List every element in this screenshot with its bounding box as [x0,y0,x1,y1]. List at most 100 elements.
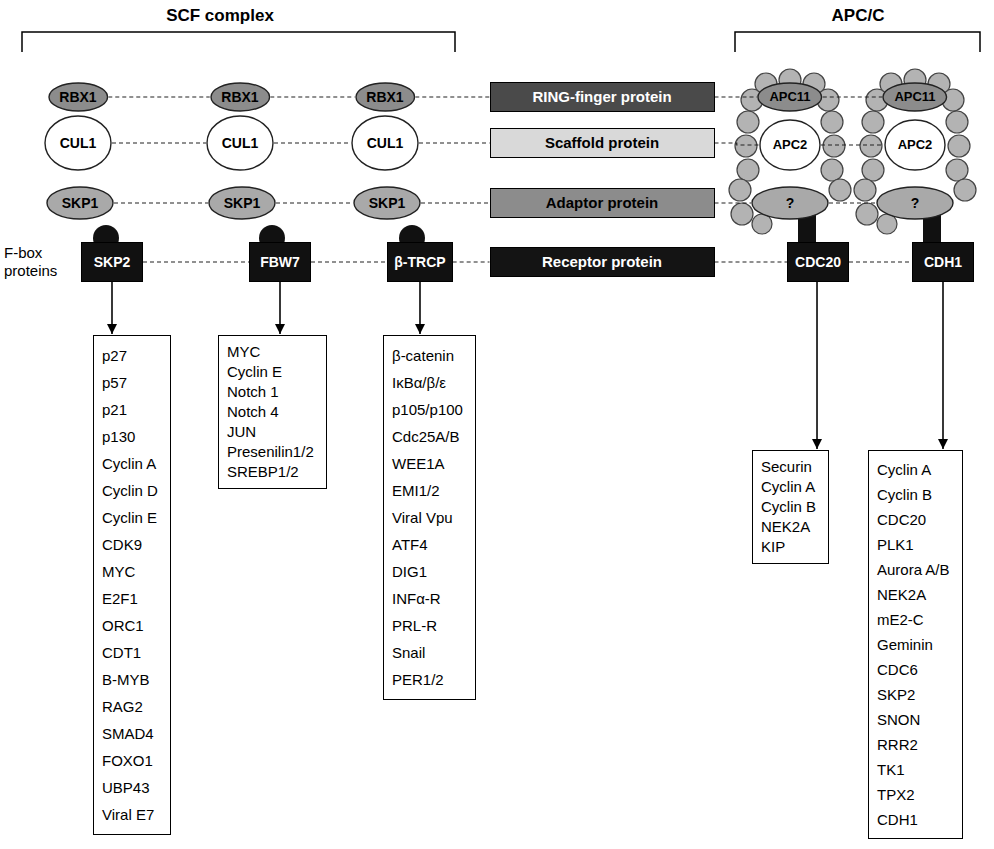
ellipse-shape [760,120,820,170]
substrate-name: ORC1 [102,612,158,639]
dashed-link [114,202,208,203]
dashed-link [421,202,490,203]
substrate-arrow [419,282,421,334]
protein-label: CDC20 [795,254,841,270]
substrate-name: Cyclin E [102,504,158,531]
protein-label: CUL1 [367,135,404,151]
ellipse-shape [211,83,270,111]
substrate-name: RAG2 [102,693,158,720]
substrate-name: Presenilin1/2 [227,442,314,462]
substrate-name: CDK9 [102,531,158,558]
substrate-name: B-MYB [102,666,158,693]
protein-label: SKP1 [62,195,99,211]
protein-label: SKP2 [94,254,131,270]
substrate-list: p27p57p21p130Cyclin ACyclin DCyclin ECDK… [93,335,171,835]
protein-label: CUL1 [60,135,97,151]
protein-ellipse: APC2 [759,119,821,171]
substrate-name: mE2-C [877,607,950,632]
substrate-name: Cyclin D [102,477,158,504]
protein-ellipse: CUL1 [351,115,419,171]
substrate-name: SNON [877,707,950,732]
substrate-name: MYC [227,342,314,362]
ellipse-shape [883,83,947,111]
dashed-link [415,96,489,97]
substrate-list: MYCCyclin ENotch 1Notch 4JUNPresenilin1/… [218,335,327,489]
substrate-name: p21 [102,396,158,423]
bracket [735,32,980,52]
substrate-list: Cyclin ACyclin BCDC20PLK1Aurora A/BNEK2A… [868,450,963,839]
ellipse-shape [209,187,275,219]
ellipse-shape [877,187,953,219]
substrate-name: MYC [102,558,158,585]
protein-ellipse: RBX1 [210,82,271,112]
substrate-arrow [816,282,818,449]
ellipse-shape [47,187,113,219]
protein-label: Adaptor protein [546,194,659,211]
substrate-name: p105/p100 [392,396,463,423]
protein-label: SKP1 [369,195,406,211]
substrate-list: SecurinCyclin ACyclin BNEK2AKIP [752,450,829,564]
protein-label: RBX1 [59,89,96,105]
substrate-name: Cyclin B [877,482,950,507]
ellipse-shape [885,120,945,170]
substrate-arrow [111,282,113,334]
substrate-name: KIP [761,537,816,557]
dashed-link [715,96,758,97]
substrate-name: Cyclin A [102,450,158,477]
substrate-name: NEK2A [761,517,816,537]
bracket [22,32,455,52]
substrate-name: E2F1 [102,585,158,612]
substrate-name: FOXO1 [102,747,158,774]
substrate-arrow [279,282,281,334]
dashed-link [143,261,249,262]
dashed-link [274,142,351,143]
substrate-name: β-catenin [392,342,463,369]
protein-ellipse: ? [751,186,829,220]
protein-label: Receptor protein [542,253,662,270]
protein-box: Receptor protein [490,247,715,277]
substrate-name: CDC20 [877,507,950,532]
substrate-name: WEE1A [392,450,463,477]
dashed-link [108,96,209,97]
protein-ellipse: SKP1 [353,186,421,220]
substrate-name: TK1 [877,757,950,782]
ellipse-shape [49,83,108,111]
substrate-name: p57 [102,369,158,396]
substrate-name: Notch 4 [227,402,314,422]
protein-box: β-TRCP [387,242,452,282]
protein-ellipse: ? [876,186,954,220]
substrate-name: DIG1 [392,558,463,585]
protein-label: APC2 [898,138,933,153]
substrate-name: SKP2 [877,682,950,707]
complex-title: SCF complex [166,6,274,26]
dashed-link [821,144,884,145]
protein-box: Scaffold protein [490,128,715,158]
substrate-name: Viral E7 [102,801,158,828]
protein-box: SKP2 [81,242,143,282]
protein-label: APC11 [769,90,810,105]
protein-ellipse: SKP1 [208,186,276,220]
protein-label: RBX1 [366,89,403,105]
dashed-link [715,202,752,203]
ellipse-shape [207,116,273,170]
substrate-name: JUN [227,422,314,442]
substrate-name: SREBP1/2 [227,462,314,482]
protein-box: CDC20 [787,242,849,282]
dashed-link [311,261,387,262]
substrate-name: Cyclin A [761,477,816,497]
dashed-link [823,96,882,97]
protein-ellipse: CUL1 [206,115,274,171]
substrate-name: Viral Vpu [392,504,463,531]
row-label: F-box proteins [4,244,76,280]
substrate-name: PRL-R [392,612,463,639]
protein-box: Adaptor protein [490,188,715,218]
apc-subunits [729,69,976,234]
complex-title: APC/C [832,6,885,26]
ellipse-shape [752,187,828,219]
substrate-name: Notch 1 [227,382,314,402]
protein-label: ? [911,195,920,211]
substrate-name: ATF4 [392,531,463,558]
protein-ellipse: RBX1 [48,82,109,112]
dashed-link [849,261,912,262]
